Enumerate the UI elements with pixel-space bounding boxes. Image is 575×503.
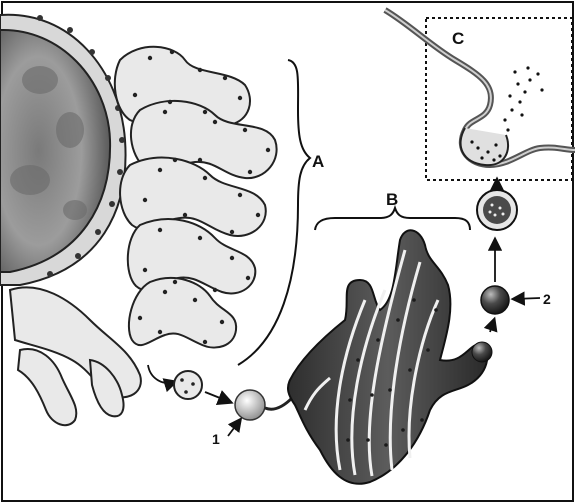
er-transport-vesicle: [174, 371, 202, 399]
vesicle-1-tail: [265, 398, 292, 409]
label-c: C: [452, 29, 464, 48]
label-b: B: [386, 190, 398, 209]
label-2: 2: [543, 291, 551, 307]
golgi-apparatus: [288, 230, 487, 483]
vesicle-2: [481, 286, 509, 314]
er-to-vesicle-arrow: [148, 365, 175, 383]
pointer-2: [514, 298, 540, 299]
vesicle-1: [235, 390, 265, 420]
exocytosis-pocket: [461, 128, 509, 165]
budding-to-vesicle-2-arrow: [490, 320, 494, 332]
vesicle-to-golgi-arrow: [205, 392, 230, 402]
budding-vesicle: [472, 342, 492, 362]
label-a: A: [312, 152, 324, 171]
brace-b: [315, 208, 470, 230]
label-1: 1: [212, 431, 220, 447]
pointer-1: [228, 420, 240, 436]
secretory-vesicle-content: [483, 196, 511, 224]
